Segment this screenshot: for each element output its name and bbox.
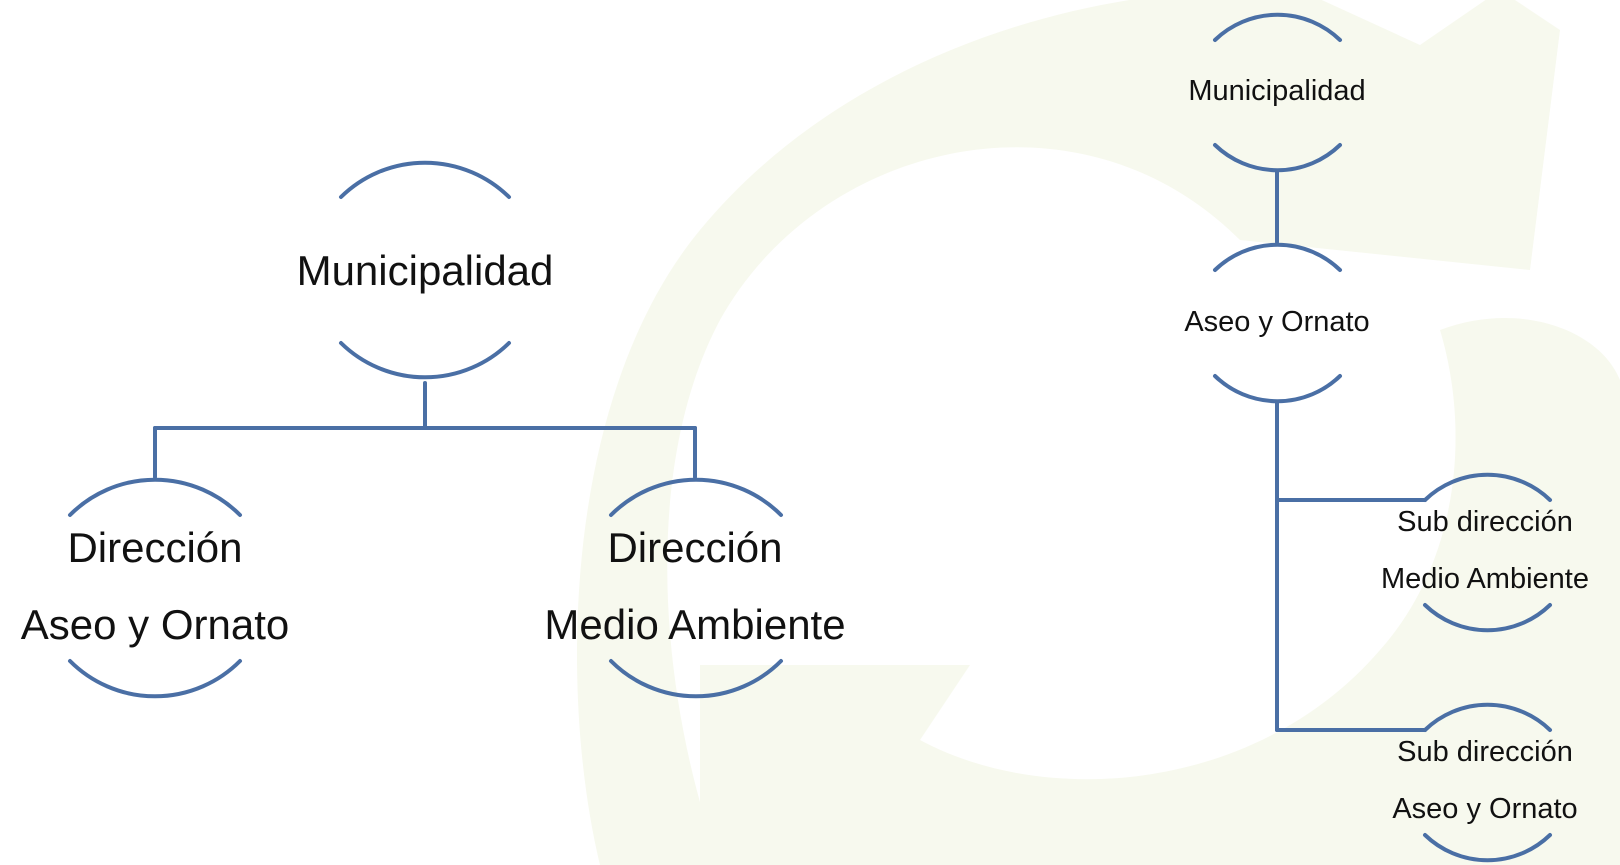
left-root-node-brackets xyxy=(339,160,511,380)
right-sub-1-node-brackets xyxy=(1423,472,1552,633)
right-sub-2-node-brackets xyxy=(1423,702,1552,863)
left-child-1-label-line2: Aseo y Ornato xyxy=(20,601,290,648)
left-child-1-node-brackets xyxy=(68,477,242,699)
right-root-label: Municipalidad xyxy=(1188,75,1366,107)
left-child-2-label-line2: Medio Ambiente xyxy=(544,601,846,648)
right-connector-lines xyxy=(1275,401,1427,732)
right-sub-2-label-line2: Aseo y Ornato xyxy=(1392,793,1578,825)
right-level2-label: Aseo y Ornato xyxy=(1184,306,1370,338)
left-child-2-node-brackets xyxy=(609,477,783,699)
left-root-label: Municipalidad xyxy=(296,247,554,294)
left-child-2-label-line1: Dirección xyxy=(607,524,783,571)
right-sub-2-label-line1: Sub dirección xyxy=(1397,736,1573,768)
right-sub-1-label-line2: Medio Ambiente xyxy=(1381,563,1589,595)
right-sub-1-label-line1: Sub dirección xyxy=(1397,506,1573,538)
left-child-1-label-line1: Dirección xyxy=(67,524,243,571)
left-connector-lines xyxy=(153,381,697,479)
